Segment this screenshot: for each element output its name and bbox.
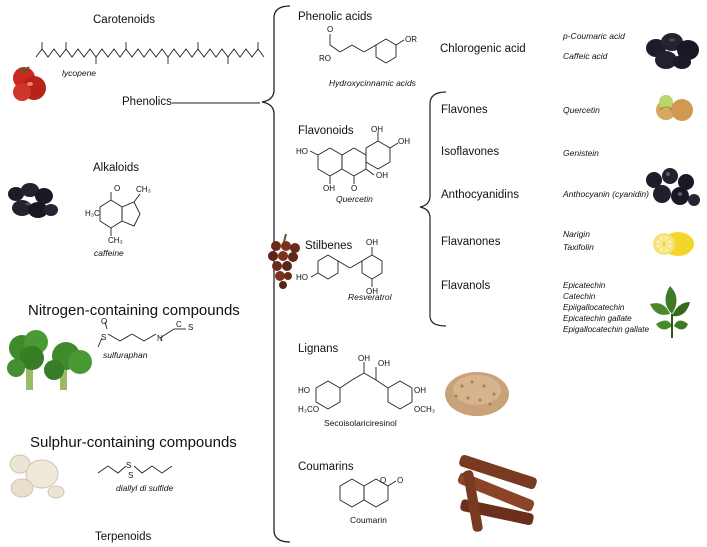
coumarins-label: Coumarins [298, 461, 354, 473]
flavanol-item: Epicatechin gallate [563, 314, 632, 323]
resveratrol-label: Resveratrol [348, 292, 392, 302]
tomato-icon [13, 66, 46, 101]
atom-label: OH [398, 137, 410, 146]
flavanones-label: Flavanones [441, 236, 501, 248]
sulphur-label: Sulphur-containing compounds [30, 434, 237, 451]
diallyl-structure [97, 465, 173, 474]
blackberries-icon [646, 168, 700, 206]
lycopene-structure [35, 42, 265, 64]
atom-label: HO [296, 273, 308, 282]
flavanol-item: Catechin [563, 292, 596, 301]
atom-label: CH₃ [108, 236, 123, 245]
atom-label: OH [358, 354, 370, 363]
narigin-label: Narigin [563, 229, 590, 239]
caffeic-label: Caffeic acid [563, 51, 608, 61]
anthocyanin-label: Anthocyanin (cyanidin) [563, 189, 649, 199]
cinnamon-icon [457, 454, 537, 532]
coffee-beans-icon [8, 183, 58, 218]
phenolic-acids-label: Phenolic acids [298, 11, 373, 23]
quercetin-label: Quercetin [563, 105, 600, 115]
atom-label: HO [296, 147, 308, 156]
coumarin-label: Coumarin [350, 515, 387, 525]
atom-label: OH [414, 386, 426, 395]
atom-label: C [176, 320, 182, 329]
alkaloids-label: Alkaloids [93, 162, 140, 174]
atom-label: OH [366, 287, 378, 296]
secoisolariciresinol-label: Secoisolariciresinol [324, 418, 397, 428]
lemon-icon [653, 232, 694, 256]
atom-label: O [101, 317, 108, 326]
flavanols-label: Flavanols [441, 280, 491, 292]
main-brace [261, 5, 291, 543]
taxifolin-label: Taxifolin [563, 242, 594, 252]
atom-label: RO [319, 54, 331, 63]
atom-label: O [380, 476, 387, 485]
flavanol-item: Epiigallocatechin [563, 303, 625, 312]
p-coumaric-label: p-Coumaric acid [563, 31, 625, 41]
resveratrol-structure [310, 247, 383, 287]
hydroxycinnamic-structure [329, 34, 405, 64]
atom-label: H₃C [85, 209, 100, 218]
atom-label: OH [366, 238, 378, 247]
hydroxycinnamic-label: Hydroxycinnamic acids [329, 78, 416, 88]
isoflavones-label: Isoflavones [441, 146, 500, 158]
phenolics-label: Phenolics [122, 96, 172, 108]
atom-label: S [101, 333, 107, 342]
diallyl-label: diallyl di sulfide [116, 483, 174, 493]
atom-label: O [114, 184, 121, 193]
atom-label: CH₃ [136, 185, 151, 194]
flavonoid-brace [419, 91, 447, 327]
flavones-label: Flavones [441, 104, 488, 116]
caffeine-label: caffeine [94, 248, 124, 258]
atom-label: S [126, 461, 132, 470]
coffee-cluster-icon [646, 33, 699, 69]
anthocyanidins-label: Anthocyanidins [441, 189, 519, 201]
atom-label: H₃CO [298, 405, 320, 414]
terpenoids-label: Terpenoids [95, 531, 152, 543]
flavanol-item: Epicatechin [563, 281, 606, 290]
tea-leaves-icon [650, 286, 690, 338]
flaxseed-icon [445, 372, 509, 416]
flavanol-item: Epigallocatechin gallate [563, 325, 650, 334]
stilbenes-label: Stilbenes [305, 240, 353, 252]
broccoli-icon [7, 330, 92, 390]
secoisolariciresinol-structure [315, 362, 413, 410]
sulfuraphan-label: sulfuraphan [103, 350, 148, 360]
flavonoids-label: Flavonoids [298, 125, 354, 137]
sulfuraphan-structure [97, 321, 186, 348]
atom-label: OH [323, 184, 335, 193]
chlorogenic-label: Chlorogenic acid [440, 43, 526, 55]
atom-label: O [397, 476, 404, 485]
atom-label: OH [376, 171, 388, 180]
quercetin-structure-label: Quercetin [336, 194, 373, 204]
atom-label: OH [378, 359, 390, 368]
garlic-icon [9, 454, 65, 499]
lignans-label: Lignans [298, 343, 339, 355]
atom-label: N [157, 334, 163, 343]
lycopene-label: lycopene [62, 68, 97, 78]
atom-label: O [327, 25, 334, 34]
nitrogen-label: Nitrogen-containing compounds [28, 302, 240, 319]
atom-label: OR [405, 35, 417, 44]
caffeine-structure [99, 192, 141, 236]
genistein-label: Genistein [563, 148, 599, 158]
flavanol-examples: Epicatechin Catechin Epiigallocatechin E… [563, 280, 649, 335]
atom-label: OCH₃ [414, 405, 436, 414]
atom-label: S [128, 471, 134, 480]
atom-label: S [188, 323, 194, 332]
quercetin-structure [309, 132, 399, 184]
atom-label: HO [298, 386, 310, 395]
carotenoids-label: Carotenoids [93, 14, 156, 26]
atom-label: OH [371, 125, 383, 134]
onion-icon [656, 95, 693, 121]
coumarin-structure [339, 478, 397, 508]
grapes-icon [268, 233, 300, 289]
atom-label: O [351, 184, 358, 193]
